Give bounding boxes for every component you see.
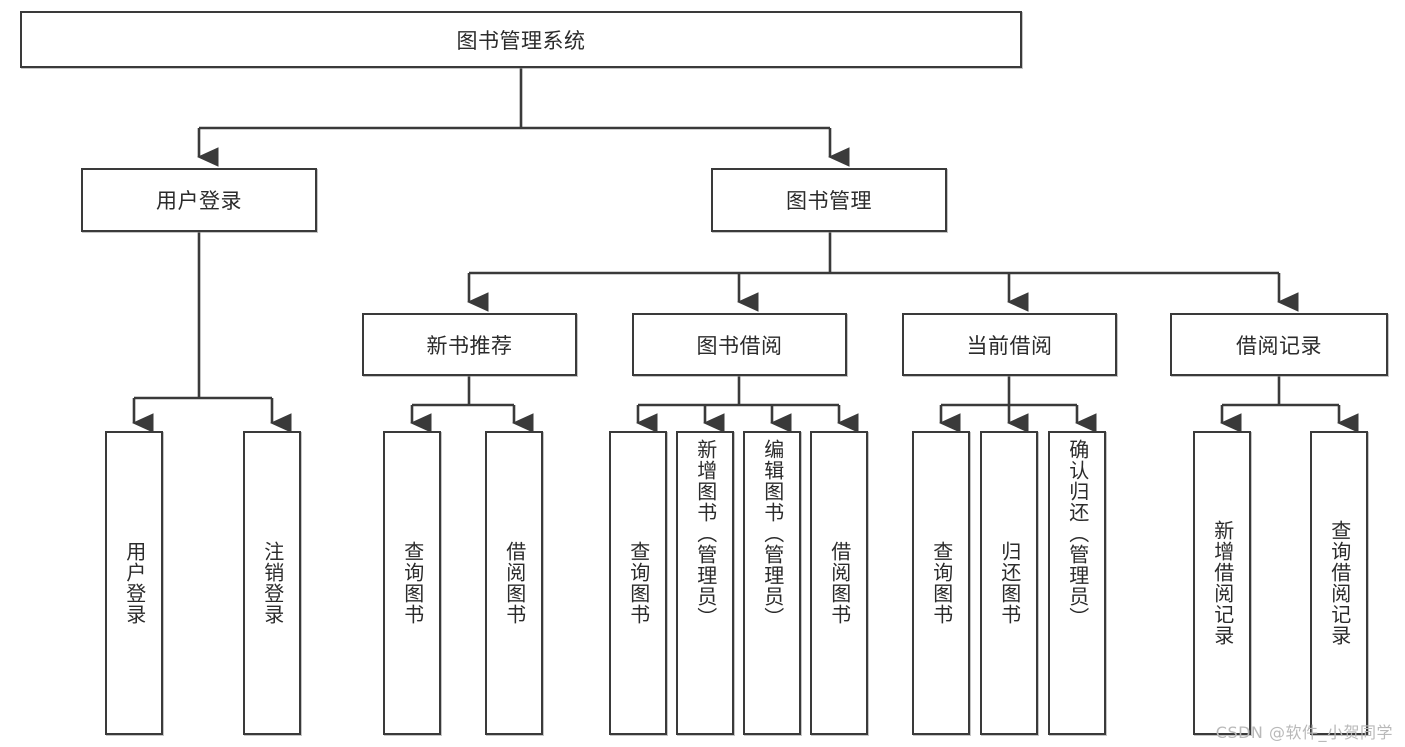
node-leaf-logout[interactable]: 注销登录 — [243, 431, 301, 735]
node-leaf-borrow-book-1-label: 借阅图书 — [502, 541, 527, 625]
node-root-label: 图书管理系统 — [456, 28, 586, 53]
node-leaf-query-book-3-label: 查询图书 — [929, 541, 954, 625]
node-leaf-logout-label: 注销登录 — [260, 541, 285, 625]
node-book-mgmt[interactable]: 图书管理 — [711, 168, 947, 232]
node-leaf-edit-book-label: 编辑图书（管理员） — [760, 439, 785, 628]
node-book-mgmt-label: 图书管理 — [786, 189, 872, 213]
node-leaf-query-book-2[interactable]: 查询图书 — [609, 431, 667, 735]
node-leaf-add-book-label: 新增图书（管理员） — [693, 439, 718, 628]
node-leaf-user-login-label: 用户登录 — [122, 541, 147, 625]
node-leaf-borrow-book-1[interactable]: 借阅图书 — [485, 431, 543, 735]
node-book-borrow-label: 图书借阅 — [696, 333, 783, 358]
node-leaf-query-book-1[interactable]: 查询图书 — [383, 431, 441, 735]
node-leaf-query-record-label: 查询借阅记录 — [1327, 520, 1352, 646]
node-book-borrow[interactable]: 图书借阅 — [632, 313, 847, 376]
node-user-login[interactable]: 用户登录 — [81, 168, 317, 232]
watermark: CSDN @软件_小贺同学 — [1215, 723, 1393, 742]
node-leaf-query-record[interactable]: 查询借阅记录 — [1310, 431, 1368, 735]
node-leaf-borrow-book-2-label: 借阅图书 — [827, 541, 852, 625]
node-borrow-record[interactable]: 借阅记录 — [1170, 313, 1388, 376]
node-leaf-query-book-1-label: 查询图书 — [400, 541, 425, 625]
node-user-login-label: 用户登录 — [156, 189, 242, 213]
node-leaf-add-record[interactable]: 新增借阅记录 — [1193, 431, 1251, 735]
node-leaf-return-book[interactable]: 归还图书 — [980, 431, 1038, 735]
node-root[interactable]: 图书管理系统 — [20, 11, 1022, 68]
node-leaf-borrow-book-2[interactable]: 借阅图书 — [810, 431, 868, 735]
node-current-borrow-label: 当前借阅 — [966, 333, 1053, 358]
node-leaf-query-book-3[interactable]: 查询图书 — [912, 431, 970, 735]
node-new-book-recommend-label: 新书推荐 — [426, 333, 513, 358]
node-borrow-record-label: 借阅记录 — [1236, 333, 1322, 358]
node-leaf-confirm-return-label: 确认归还（管理员） — [1065, 439, 1090, 628]
node-leaf-add-record-label: 新增借阅记录 — [1210, 520, 1235, 646]
node-current-borrow[interactable]: 当前借阅 — [902, 313, 1117, 376]
node-leaf-add-book[interactable]: 新增图书（管理员） — [676, 431, 734, 735]
node-leaf-edit-book[interactable]: 编辑图书（管理员） — [743, 431, 801, 735]
node-leaf-user-login[interactable]: 用户登录 — [105, 431, 163, 735]
node-leaf-return-book-label: 归还图书 — [997, 541, 1022, 625]
node-new-book-recommend[interactable]: 新书推荐 — [362, 313, 577, 376]
node-leaf-confirm-return[interactable]: 确认归还（管理员） — [1048, 431, 1106, 735]
node-leaf-query-book-2-label: 查询图书 — [626, 541, 651, 625]
